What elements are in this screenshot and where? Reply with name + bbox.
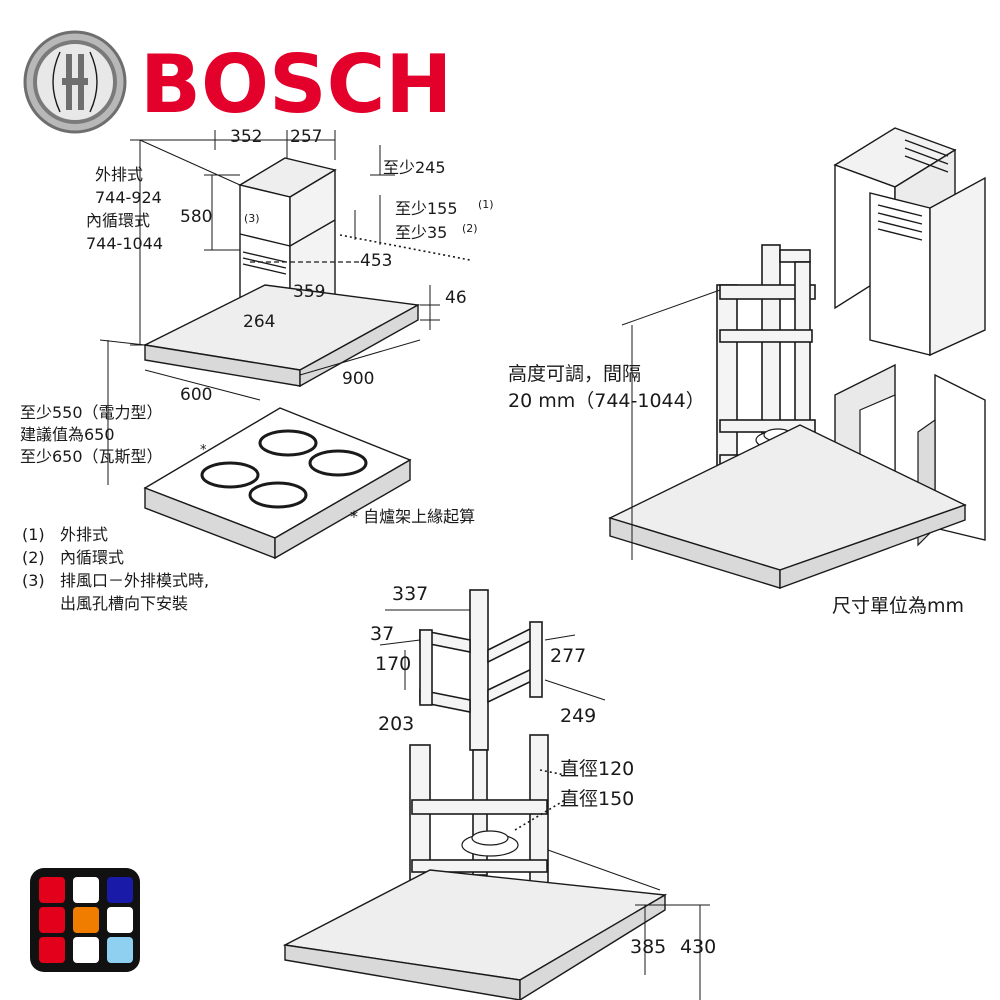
dim-249: 249	[560, 705, 596, 727]
cover-vent-front	[877, 204, 923, 241]
color-cell	[73, 937, 99, 963]
height-label-1: 外排式	[95, 165, 143, 184]
legend-num-2: (2)	[22, 548, 45, 567]
adjust-label-2: 20 mm（744-1044）	[508, 390, 705, 412]
clearance-label-3: 至少650（瓦斯型）	[20, 447, 163, 466]
dim-170: 170	[375, 653, 411, 675]
dim-dia-150: 直徑150	[560, 788, 634, 810]
color-cell	[39, 907, 65, 933]
dim-453: 453	[360, 251, 392, 271]
dim-257: 257	[290, 127, 322, 147]
dim-352: 352	[230, 127, 262, 147]
color-grid-icon	[30, 868, 140, 972]
dim-203: 203	[378, 713, 414, 735]
legend-text-3: 排風口－外排模式時,	[60, 571, 209, 590]
bosch-armature-icon	[23, 30, 127, 134]
note-2-mark: (2)	[462, 222, 478, 235]
dim-600: 600	[180, 385, 212, 405]
brand-name: BOSCH	[140, 38, 452, 131]
legend-num-3: (3)	[22, 571, 45, 590]
dim-277: 277	[550, 645, 586, 667]
legend: (1) 外排式 (2) 內循環式 (3) 排風口－外排模式時, 出風孔槽向下安裝	[22, 525, 209, 613]
upper-cover-front	[869, 192, 931, 356]
unit-note: 尺寸單位為mm	[832, 595, 964, 617]
dim-430: 430	[680, 936, 716, 958]
dim-min-35: 至少35	[395, 223, 447, 242]
color-cell	[107, 877, 133, 903]
cover-vent-top	[904, 139, 949, 173]
legend-text-4: 出風孔槽向下安裝	[60, 594, 188, 613]
color-cell	[107, 907, 133, 933]
dim-385: 385	[630, 936, 666, 958]
dim-900: 900	[342, 369, 374, 389]
vent-slots	[242, 251, 287, 275]
note-1-mark: (1)	[478, 198, 494, 211]
dim-337: 337	[392, 583, 428, 605]
hob-note: * 自爐架上緣起算	[350, 507, 475, 526]
dim-46: 46	[445, 288, 467, 308]
note-3-mark: (3)	[244, 212, 260, 225]
height-label-4: 744-1044	[86, 234, 163, 253]
color-cell	[39, 937, 65, 963]
legend-text-2: 內循環式	[60, 548, 124, 567]
legend-num-1: (1)	[22, 525, 45, 544]
dim-580: 580	[180, 207, 212, 227]
dim-min-155: 至少155	[395, 199, 458, 218]
color-cell	[73, 877, 99, 903]
clearance-label-2: 建議值為650	[20, 425, 115, 444]
adjust-label-1: 高度可調，間隔	[508, 363, 641, 385]
dim-37: 37	[370, 623, 394, 645]
height-label-2: 744-924	[95, 188, 162, 207]
dim-dia-120: 直徑120	[560, 758, 634, 780]
dim-359: 359	[293, 282, 325, 302]
dim-min-245: 至少245	[383, 158, 446, 177]
legend-text-1: 外排式	[60, 525, 108, 544]
clearance-label-1: 至少550（電力型）	[20, 403, 163, 422]
color-cell	[107, 937, 133, 963]
color-cell	[39, 877, 65, 903]
dim-264: 264	[243, 312, 275, 332]
clearance-asterisk: *	[200, 443, 207, 458]
height-label-3: 內循環式	[86, 211, 150, 230]
color-cell	[73, 907, 99, 933]
hob-burners	[200, 429, 368, 509]
